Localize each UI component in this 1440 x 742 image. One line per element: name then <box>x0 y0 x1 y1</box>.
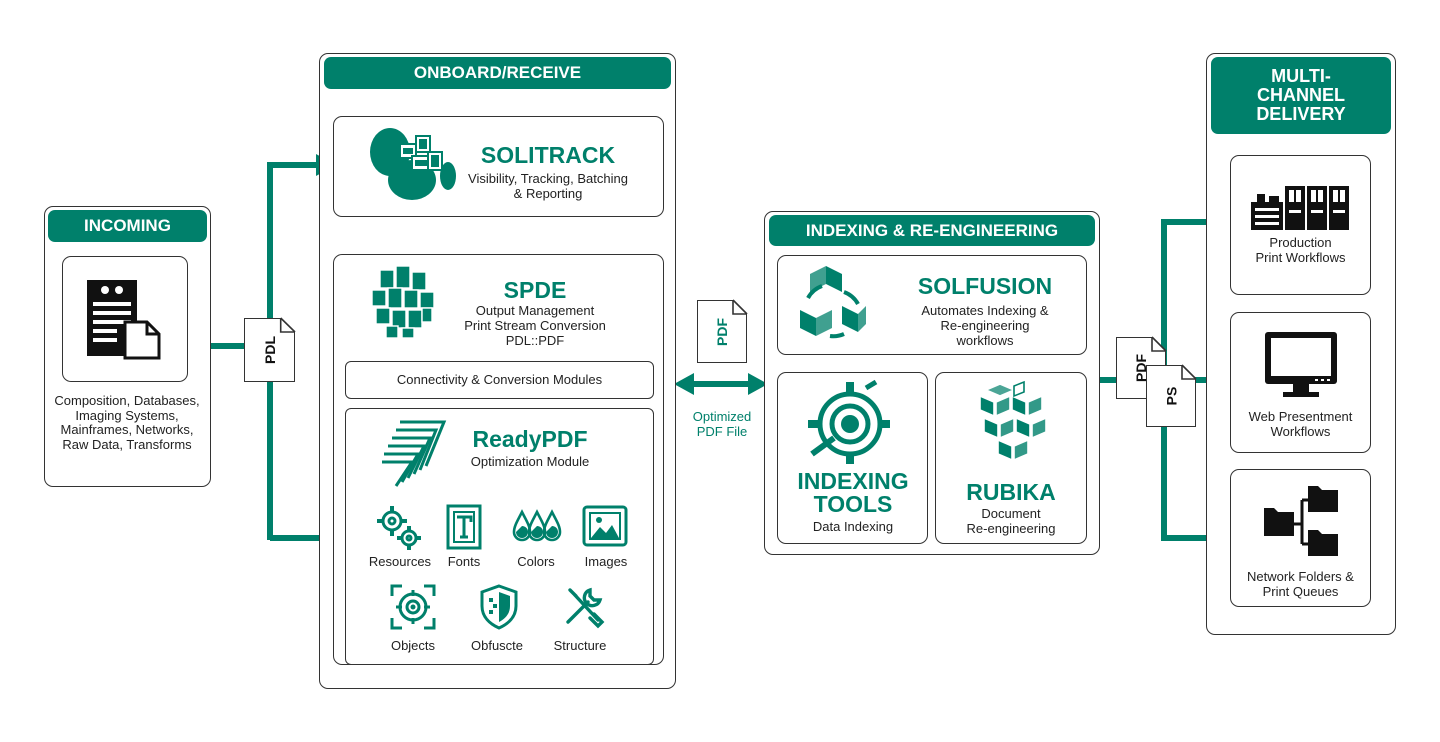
indexing-tools-title-line2: TOOLS <box>813 491 893 517</box>
indexing-header: INDEXING & RE-ENGINEERING <box>769 215 1095 246</box>
arrowhead-left <box>674 373 694 395</box>
server-document-icon <box>87 280 161 360</box>
network-line1: Network Folders & <box>1247 569 1354 584</box>
target-icon <box>390 584 436 630</box>
pdl-document-fold <box>279 317 296 333</box>
network-line2: Print Queues <box>1262 583 1339 599</box>
font-icon <box>446 504 482 550</box>
optimized-pdf-caption: Optimized PDF File <box>672 409 772 440</box>
module-label-structure: Structure <box>553 638 607 653</box>
indexing-tools-icon <box>808 379 890 464</box>
solfusion-line1: Automates Indexing & <box>921 303 1049 318</box>
printer-icon <box>1251 186 1349 230</box>
solitrack-cube-icon <box>370 128 456 200</box>
solfusion-line3: workflows <box>956 332 1014 348</box>
trunk-to-solitrack <box>267 162 318 540</box>
solitrack-desc: Visibility, Tracking, Batching & Reporti… <box>468 171 628 201</box>
caption-line1: Optimized <box>692 409 752 424</box>
rubika-line2: Re-engineering <box>966 520 1056 536</box>
arrowhead-right <box>748 373 768 395</box>
to-network-connector <box>1161 380 1214 541</box>
solfusion-desc: Automates Indexing & Re-engineering work… <box>890 303 1080 349</box>
solfusion-title: SOLFUSION <box>917 273 1053 299</box>
module-label-resources: Resources <box>368 554 432 569</box>
indexing-tools-desc: Data Indexing <box>812 519 894 534</box>
folder-tree-icon <box>1264 486 1338 556</box>
solfusion-icon <box>800 266 866 339</box>
module-label-objects: Objects <box>390 638 436 653</box>
rubika-desc: Document Re-engineering <box>940 506 1082 537</box>
output-ps-fold <box>1181 364 1197 380</box>
rubika-title: RUBIKA <box>966 479 1056 505</box>
readypdf-title: ReadyPDF <box>472 426 588 452</box>
rubika-line1: Document <box>981 506 1041 521</box>
incoming-icon-box <box>62 256 188 382</box>
onboard-header: ONBOARD/RECEIVE <box>324 57 671 89</box>
image-icon <box>582 505 628 547</box>
module-label-colors: Colors <box>517 554 555 569</box>
web-desc: Web Presentment Workflows <box>1232 409 1369 440</box>
incoming-sources: Composition, Databases, Imaging Systems,… <box>54 393 200 452</box>
web-line1: Web Presentment <box>1248 409 1353 424</box>
to-production-connector <box>1161 219 1214 380</box>
readypdf-desc: Optimization Module <box>470 454 590 469</box>
module-label-obfuscte: Obfuscte <box>470 638 524 653</box>
connectivity-label: Connectivity & Conversion Modules <box>396 371 603 387</box>
production-desc: Production Print Workflows <box>1232 235 1369 266</box>
web-line2: Workflows <box>1270 423 1331 439</box>
output-ps-document: PS <box>1146 365 1196 427</box>
incoming-header: INCOMING <box>48 210 207 242</box>
readypdf-stripes-icon <box>382 420 447 487</box>
solitrack-title: SOLITRACK <box>480 142 616 168</box>
monitor-icon <box>1265 332 1337 397</box>
shield-icon <box>480 584 518 630</box>
delivery-header-line3: DELIVERY <box>1256 103 1346 124</box>
pdf-document-fold <box>732 299 748 315</box>
delivery-header-line2: CHANNEL <box>1257 85 1345 106</box>
network-desc: Network Folders & Print Queues <box>1232 569 1369 600</box>
color-drops-icon <box>512 509 562 542</box>
delivery-header-line1: MULTI- <box>1271 66 1331 87</box>
spde-line3: PDL::PDF <box>505 332 565 348</box>
production-line1: Production <box>1269 235 1332 250</box>
spde-cubes-icon <box>371 265 435 339</box>
solfusion-line2: Re-engineering <box>940 317 1030 333</box>
gears-icon <box>377 506 421 550</box>
spde-title: SPDE <box>503 277 567 303</box>
spde-line2: Print Stream Conversion <box>464 317 606 333</box>
caption-line2: PDF File <box>696 423 748 439</box>
pdl-document: PDL <box>244 318 295 382</box>
output-pdf-fold <box>1151 336 1167 352</box>
production-line2: Print Workflows <box>1255 249 1346 265</box>
indexing-tools-title-line1: INDEXING <box>797 468 909 494</box>
indexing-tools-title: INDEXING TOOLS <box>782 470 924 516</box>
connectivity-box: Connectivity & Conversion Modules <box>345 361 654 399</box>
rubika-cube-icon <box>979 380 1047 462</box>
spde-desc: Output Management Print Stream Conversio… <box>440 303 630 349</box>
module-label-fonts: Fonts <box>447 554 481 569</box>
delivery-header: MULTI- CHANNEL DELIVERY <box>1211 57 1391 134</box>
pdf-document: PDF <box>697 300 747 363</box>
spde-line1: Output Management <box>475 303 595 318</box>
tools-icon <box>566 587 605 629</box>
module-label-images: Images <box>584 554 628 569</box>
